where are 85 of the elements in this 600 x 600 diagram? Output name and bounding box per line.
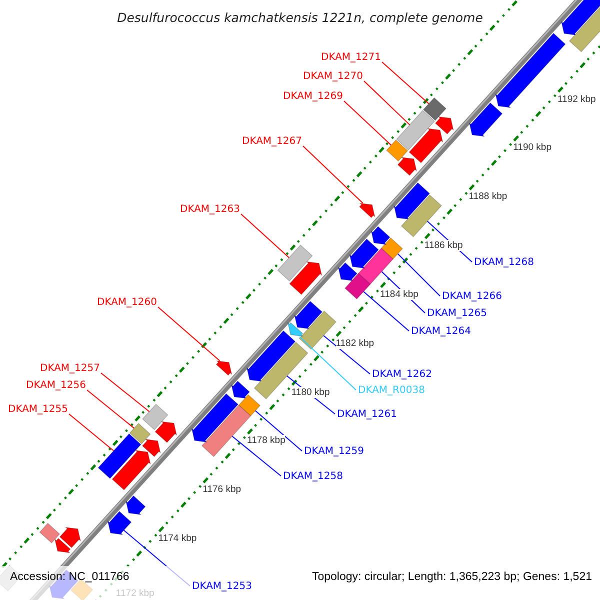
tick-label: 1176 kbp	[202, 484, 242, 496]
tick-label: 1192 kbp	[557, 94, 596, 105]
gene-feature	[386, 140, 408, 162]
gene-feature	[142, 404, 168, 430]
pointed-gene-feature	[154, 421, 178, 443]
gene-label: DKAM_1257	[40, 363, 100, 375]
gene-label: DKAM_1258	[283, 471, 343, 483]
pointed-gene-feature	[397, 156, 417, 176]
gene-feature	[129, 422, 151, 444]
tick-label: 1174 kbp	[158, 533, 197, 544]
gene-feature	[422, 97, 446, 121]
gene-feature	[238, 394, 261, 416]
leader-line	[363, 291, 410, 332]
accession-text: Accession: NC_011766	[10, 571, 130, 584]
pointed-gene-feature	[338, 262, 358, 282]
gene-feature	[277, 244, 313, 282]
pointed-gene-feature	[126, 495, 146, 516]
leader-line	[302, 146, 364, 204]
gene-label: DKAM_1268	[474, 257, 534, 269]
tick-label: 1188 kbp	[468, 191, 508, 202]
pointed-gene-feature	[287, 322, 304, 337]
leader-line	[232, 436, 282, 476]
pointed-gene-feature	[246, 330, 296, 382]
pointed-gene-feature	[408, 128, 444, 164]
pointed-gene-feature	[107, 510, 132, 536]
title: Desulfurococcus kamchatkensis 1221n, complete genome	[116, 10, 484, 26]
tick-label: 1178 kbp	[246, 435, 286, 446]
gene-label: DKAM_1261	[337, 409, 397, 421]
pointed-gene-feature	[349, 238, 379, 269]
pointed-gene-feature	[394, 182, 430, 220]
gene-label: DKAM_R0038	[358, 385, 425, 397]
gene-label: DKAM_1265	[427, 308, 487, 320]
gene-label: DKAM_1262	[372, 369, 432, 381]
gene-label: DKAM_1259	[304, 446, 364, 458]
pointed-gene-feature	[54, 538, 71, 554]
gene-label: DKAM_1264	[411, 326, 471, 338]
gene-feature	[396, 110, 436, 150]
gene-label: DKAM_1270	[303, 71, 363, 83]
pointed-gene-feature	[216, 360, 232, 376]
gene-label: DKAM_1255	[8, 404, 68, 416]
leader-line	[299, 336, 356, 390]
pointed-gene-feature	[59, 526, 81, 548]
gene-feature	[39, 522, 60, 544]
genome-stats-text: Topology: circular; Length: 1,365,223 bp; Genes: 1,521	[312, 571, 592, 584]
gene-label: DKAM_1263	[180, 204, 240, 216]
leader-line	[86, 390, 135, 429]
leader-line	[254, 410, 302, 452]
leader-line	[100, 372, 150, 412]
gene-label: DKAM_1256	[26, 380, 86, 392]
gene-label: DKAM_1269	[283, 91, 343, 103]
gene-label: DKAM_1260	[97, 297, 157, 309]
tick-label: 1184 kbp	[380, 288, 418, 300]
gene-label: DKAM_1271	[321, 52, 381, 64]
pointed-gene-feature	[142, 438, 161, 458]
tick-label: 1182 kbp	[336, 338, 374, 349]
pointed-gene-feature	[560, 0, 600, 36]
pointed-gene-feature	[294, 300, 323, 330]
leader-line	[158, 306, 220, 362]
gene-feature	[98, 433, 142, 479]
pointed-gene-feature	[359, 202, 376, 218]
gene-label: DKAM_1253	[192, 581, 252, 593]
pointed-gene-feature	[434, 116, 454, 134]
pointed-gene-feature	[231, 380, 250, 399]
leader-line	[364, 80, 410, 126]
gene-label: DKAM_1267	[242, 136, 302, 148]
leader-line	[323, 335, 370, 374]
tick-label: 1186 kbp	[424, 240, 463, 252]
pointed-gene-feature	[191, 393, 239, 443]
tick-label: 1190 kbp	[513, 142, 552, 154]
tick-label: 1180 kbp	[291, 386, 330, 398]
pointed-gene-feature	[289, 261, 322, 295]
leader-line	[240, 214, 290, 258]
gene-feature	[380, 237, 403, 260]
gene-feature	[358, 248, 394, 285]
leader-line	[397, 253, 440, 296]
pointed-gene-feature	[112, 450, 151, 490]
pointed-gene-feature	[468, 102, 503, 137]
gene-feature	[344, 272, 371, 300]
leader-line	[382, 62, 430, 104]
leader-line	[344, 100, 392, 146]
gene-feature	[298, 310, 336, 350]
gene-feature	[400, 194, 442, 238]
pointed-gene-feature	[370, 226, 390, 245]
leader-line	[68, 414, 114, 452]
gene-label: DKAM_1266	[442, 291, 502, 303]
